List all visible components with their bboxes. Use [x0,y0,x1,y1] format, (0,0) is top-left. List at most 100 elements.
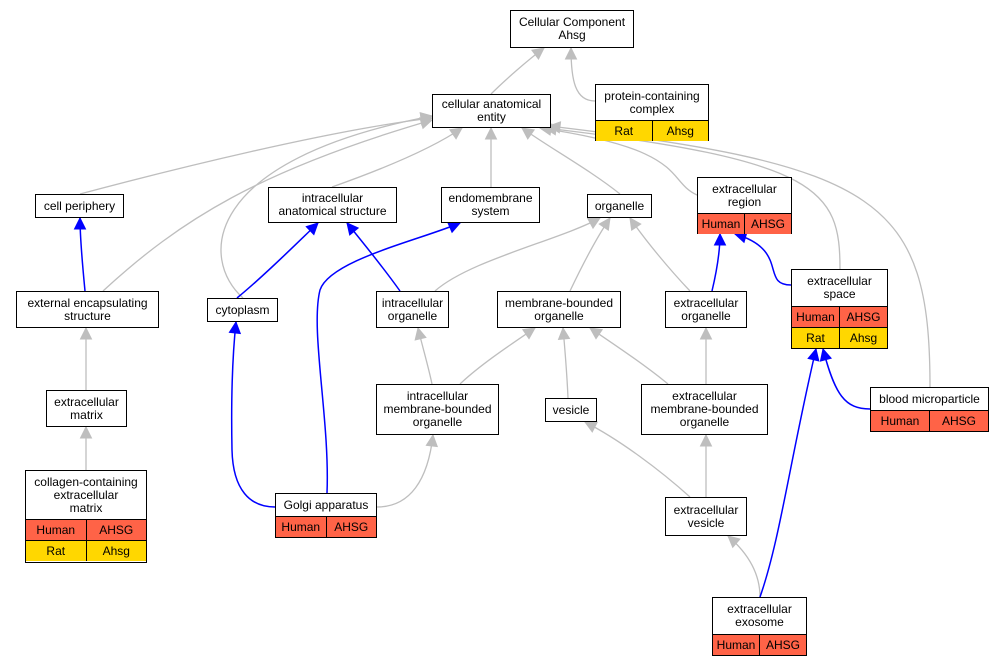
edge-bmp-to-es [819,347,871,410]
annotation-row: Human AHSG [26,519,146,540]
edge-cyt-to-cae [220,111,434,299]
species-cell: Rat [46,544,66,558]
species-cell: Rat [614,124,634,138]
node-label: protein-containing complex [604,88,700,116]
node-cyt[interactable]: cytoplasm [207,298,278,322]
node-imbo[interactable]: intracellular membrane-bounded organelle [376,384,499,435]
edge-mbo-to-org [569,217,611,292]
edge-exo-to-ev [727,535,761,598]
node-label: extracellular organelle [673,295,739,323]
node-label: extracellular vesicle [673,502,739,530]
gene-cell: AHSG [85,520,147,540]
node-label: endomembrane system [448,191,533,218]
node-label: intracellular anatomical structure [278,191,387,218]
edge-ves-to-mbo [557,326,571,399]
gene-cell: AHSG [759,635,806,655]
edge-ccem-to-em [79,425,93,470]
annotation-row: Rat Ahsg [26,540,146,561]
species-cell: Rat [806,331,825,345]
node-label: organelle [594,198,645,213]
node-label: blood microparticle [879,391,980,406]
edge-ga-to-cyt [228,320,276,508]
node-label: membrane-bounded organelle [504,295,614,323]
gene-cell: Ahsg [839,328,887,348]
node-io[interactable]: intracellular organelle [376,291,449,328]
node-label: extracellular space [807,274,872,301]
edge-ga-to-ems [316,221,462,494]
node-cc[interactable]: Cellular Component Ahsg [510,10,634,48]
gene-cell: Ahsg [651,121,709,141]
edge-io-to-org [434,217,601,292]
edge-org-to-cae [521,127,621,195]
edge-ias-to-cae [331,127,463,188]
gene-cell: AHSG [744,214,791,234]
edge-ev-to-ves [584,421,691,498]
annotation-row: Rat Ahsg [596,120,708,141]
annotation-row: Rat Ahsg [792,327,887,348]
edge-ga-to-imbo [376,433,439,508]
edge-cae-to-cc [490,47,545,95]
edge-eo-to-er [711,232,727,292]
node-cp[interactable]: cell periphery [35,194,124,218]
gene-cell: AHSG [929,411,988,431]
edge-imbo-to-io [414,326,433,385]
edge-ees-to-cp [73,216,87,292]
node-label: cellular anatomical entity [441,97,542,124]
node-label: extracellular region [712,181,777,209]
edge-ev-to-embo [699,433,713,497]
gene-cell: AHSG [839,307,887,327]
edge-em-to-ees [79,326,93,390]
annotation-row: Human AHSG [871,410,988,431]
species-cell: Human [796,310,835,324]
node-ias[interactable]: intracellular anatomical structure [268,187,397,223]
species-cell: Human [36,523,76,537]
species-cell: Human [880,414,920,428]
node-label: Golgi apparatus [283,497,369,512]
node-label: cytoplasm [215,302,270,317]
node-ees[interactable]: external encapsulating structure [16,291,159,328]
node-embo[interactable]: extracellular membrane-bounded organelle [641,384,768,435]
node-label: vesicle [552,402,590,417]
edge-embo-to-mbo [589,327,669,385]
species-cell: Human [716,638,756,652]
gene-cell: Ahsg [85,541,147,561]
node-label: intracellular organelle [381,295,444,323]
annotation-row: Human AHSG [792,306,887,327]
node-org[interactable]: organelle [587,194,652,218]
node-label: extracellular matrix [54,394,119,422]
node-ev[interactable]: extracellular vesicle [665,497,747,536]
edge-ems-to-cae [484,126,498,187]
edge-pcc-to-cc [564,46,596,102]
edge-io-to-ias [346,222,401,292]
node-ves[interactable]: vesicle [545,398,597,422]
annotation-row: Human AHSG [276,516,376,537]
node-ems[interactable]: endomembrane system [441,187,540,223]
edge-es-to-er [733,231,792,286]
edge-cp-to-cae [79,113,434,195]
edge-embo-to-eo [699,326,713,384]
node-em[interactable]: extracellular matrix [46,390,127,427]
node-label: Cellular Component Ahsg [518,15,626,42]
node-label: collagen-containing extracellular matrix [34,474,138,515]
edge-bmp-to-cae [547,121,931,388]
node-label: external encapsulating structure [27,295,148,323]
edge-exo-to-es [759,347,820,598]
species-cell: Human [281,520,321,534]
edge-cyt-to-ias [236,222,319,299]
edge-eo-to-org [629,217,691,292]
node-mbo[interactable]: membrane-bounded organelle [497,291,621,328]
node-ccem[interactable]: collagen-containing extracellular matrix… [25,470,147,563]
node-eo[interactable]: extracellular organelle [665,291,747,328]
species-cell: Human [701,217,741,231]
gene-cell: AHSG [325,517,377,537]
node-cae[interactable]: cellular anatomical entity [432,94,551,128]
node-label: extracellular membrane-bounded organelle [650,389,759,429]
